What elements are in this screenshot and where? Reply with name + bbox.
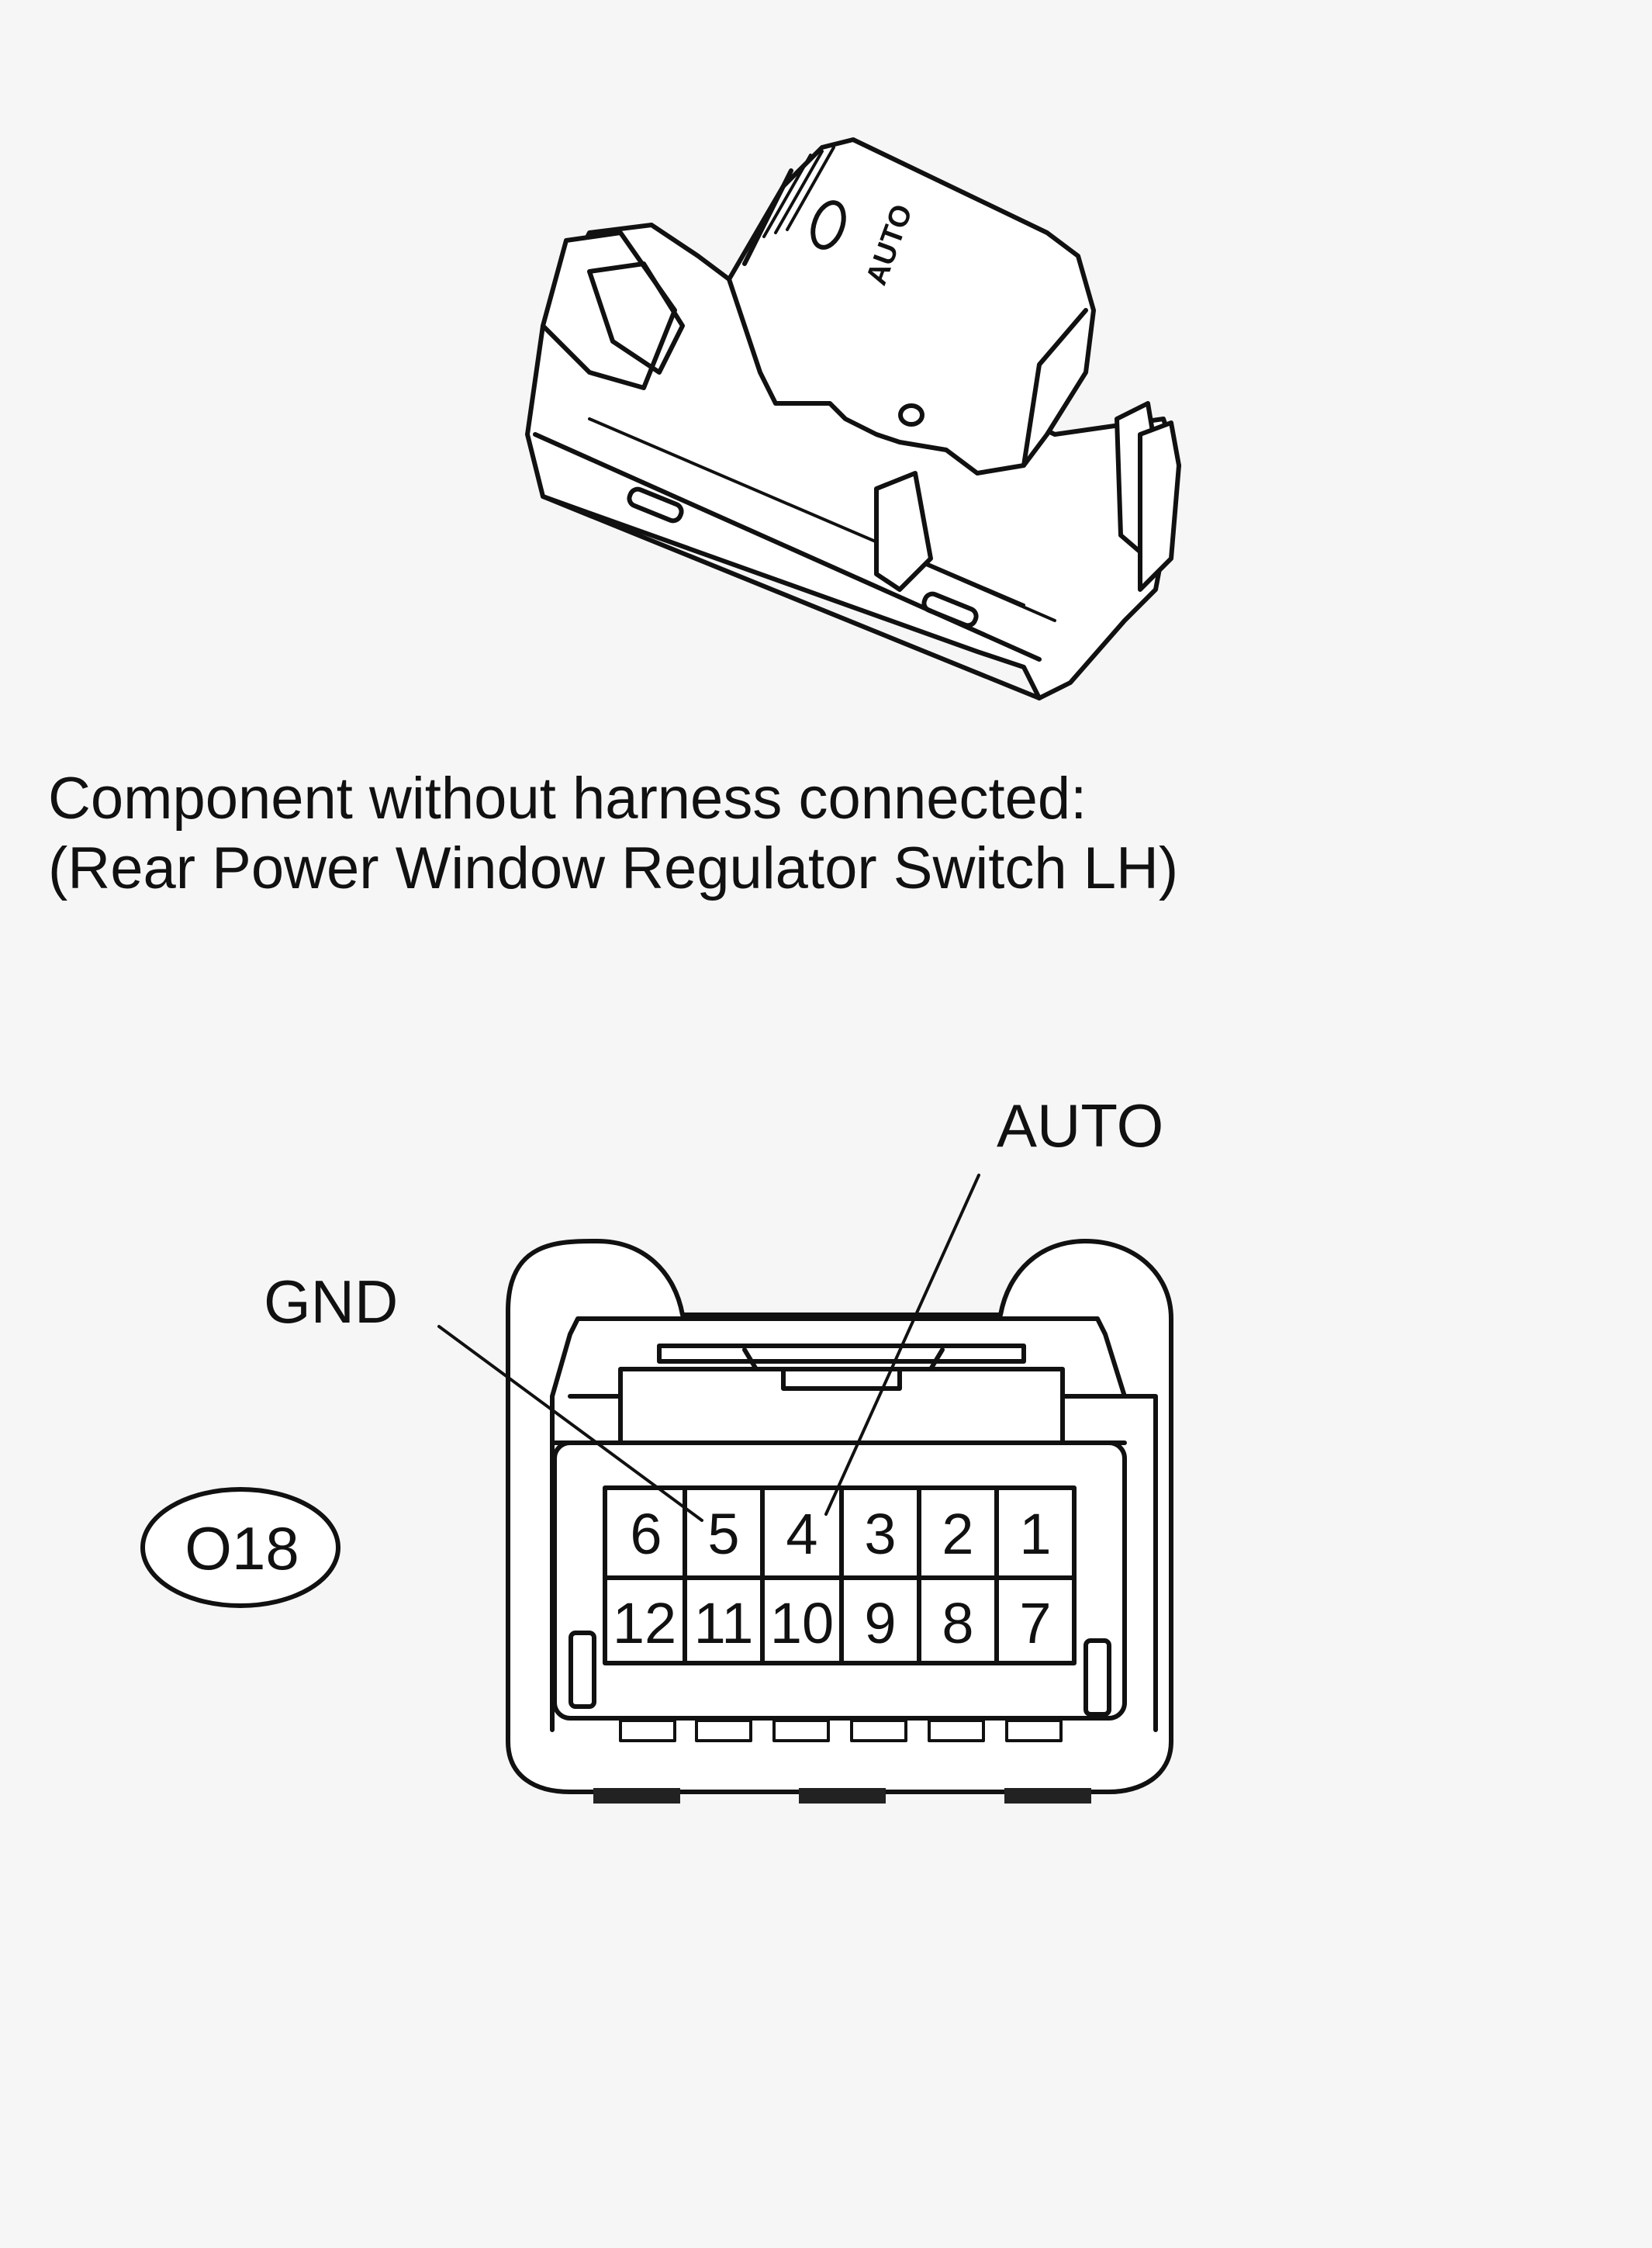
connector-latch-tab: [781, 1367, 902, 1391]
connector-id-text: O18: [185, 1514, 299, 1582]
pin-9: 9: [864, 1591, 896, 1655]
connector-latch-bevel-left: [742, 1347, 759, 1371]
terminal-tooth: [1005, 1719, 1063, 1742]
center-tab: [874, 471, 933, 592]
caption-line-2: (Rear Power Window Regulator Switch LH): [48, 835, 1178, 901]
left-clip-inner: [587, 261, 685, 375]
pin-12: 12: [613, 1591, 676, 1655]
pin-6: 6: [630, 1502, 662, 1566]
pin-10: 10: [770, 1591, 834, 1655]
rocker-grip-2: [774, 150, 824, 234]
callout-gnd-label: GND: [264, 1268, 398, 1336]
pin-4: 4: [786, 1502, 817, 1566]
pin-11: 11: [694, 1591, 754, 1655]
switch-housing: [525, 223, 1181, 700]
housing-slot-left: [627, 486, 684, 524]
rocker-small-dot: [898, 403, 924, 427]
guide-post-right: [1083, 1638, 1111, 1717]
terminal-tooth: [619, 1719, 676, 1742]
terminal-tooth: [850, 1719, 907, 1742]
rocker-grip-1: [762, 154, 812, 238]
base-foot-center: [799, 1788, 886, 1804]
guide-post-left: [569, 1631, 596, 1709]
rocker-side-edge: [1021, 308, 1088, 468]
switch-rocker: [727, 137, 1096, 476]
rocker-grip-3: [786, 146, 835, 231]
terminal-tooth: [772, 1719, 830, 1742]
connector-latch-bevel-right: [928, 1347, 945, 1371]
terminal-tooth: [928, 1719, 985, 1742]
rocker-indicator-mark: [810, 200, 846, 250]
caption-line-1: Component without harness connected:: [48, 766, 1087, 832]
base-foot-right: [1004, 1788, 1091, 1804]
pin-1: 1: [1019, 1502, 1051, 1566]
pin-8: 8: [942, 1591, 973, 1655]
left-clip: [541, 230, 677, 390]
pin-3: 3: [864, 1502, 896, 1566]
power-window-switch-illustration: AUTO: [525, 137, 1181, 700]
connector-id-tag: [140, 1487, 340, 1608]
base-foot-left: [593, 1788, 680, 1804]
connector-latch-rail: [568, 1367, 1127, 1399]
pin-2: 2: [942, 1502, 973, 1566]
callout-auto-leader: [824, 1174, 980, 1516]
housing-slot-right: [921, 591, 979, 628]
terminal-tooth: [695, 1719, 752, 1742]
connector-o18: 6 5 4 3 2 1 12 11 10 9 8 7: [506, 1239, 1173, 1804]
terminal-teeth: [619, 1719, 1063, 1742]
connector-inner-frame: [550, 1316, 1158, 1732]
housing-end-cap: [1138, 420, 1181, 592]
pin-5: 5: [707, 1502, 739, 1566]
housing-lower-edge: [541, 494, 1042, 700]
callout-gnd-leader: [437, 1325, 703, 1522]
rocker-ridge: [742, 168, 793, 266]
callout-auto-label: AUTO: [997, 1091, 1163, 1160]
connector-inner-housing: [552, 1440, 1127, 1721]
pin-grid: 6 5 4 3 2 1 12 11 10 9 8 7: [603, 1485, 1077, 1665]
pin-7: 7: [1019, 1591, 1051, 1655]
